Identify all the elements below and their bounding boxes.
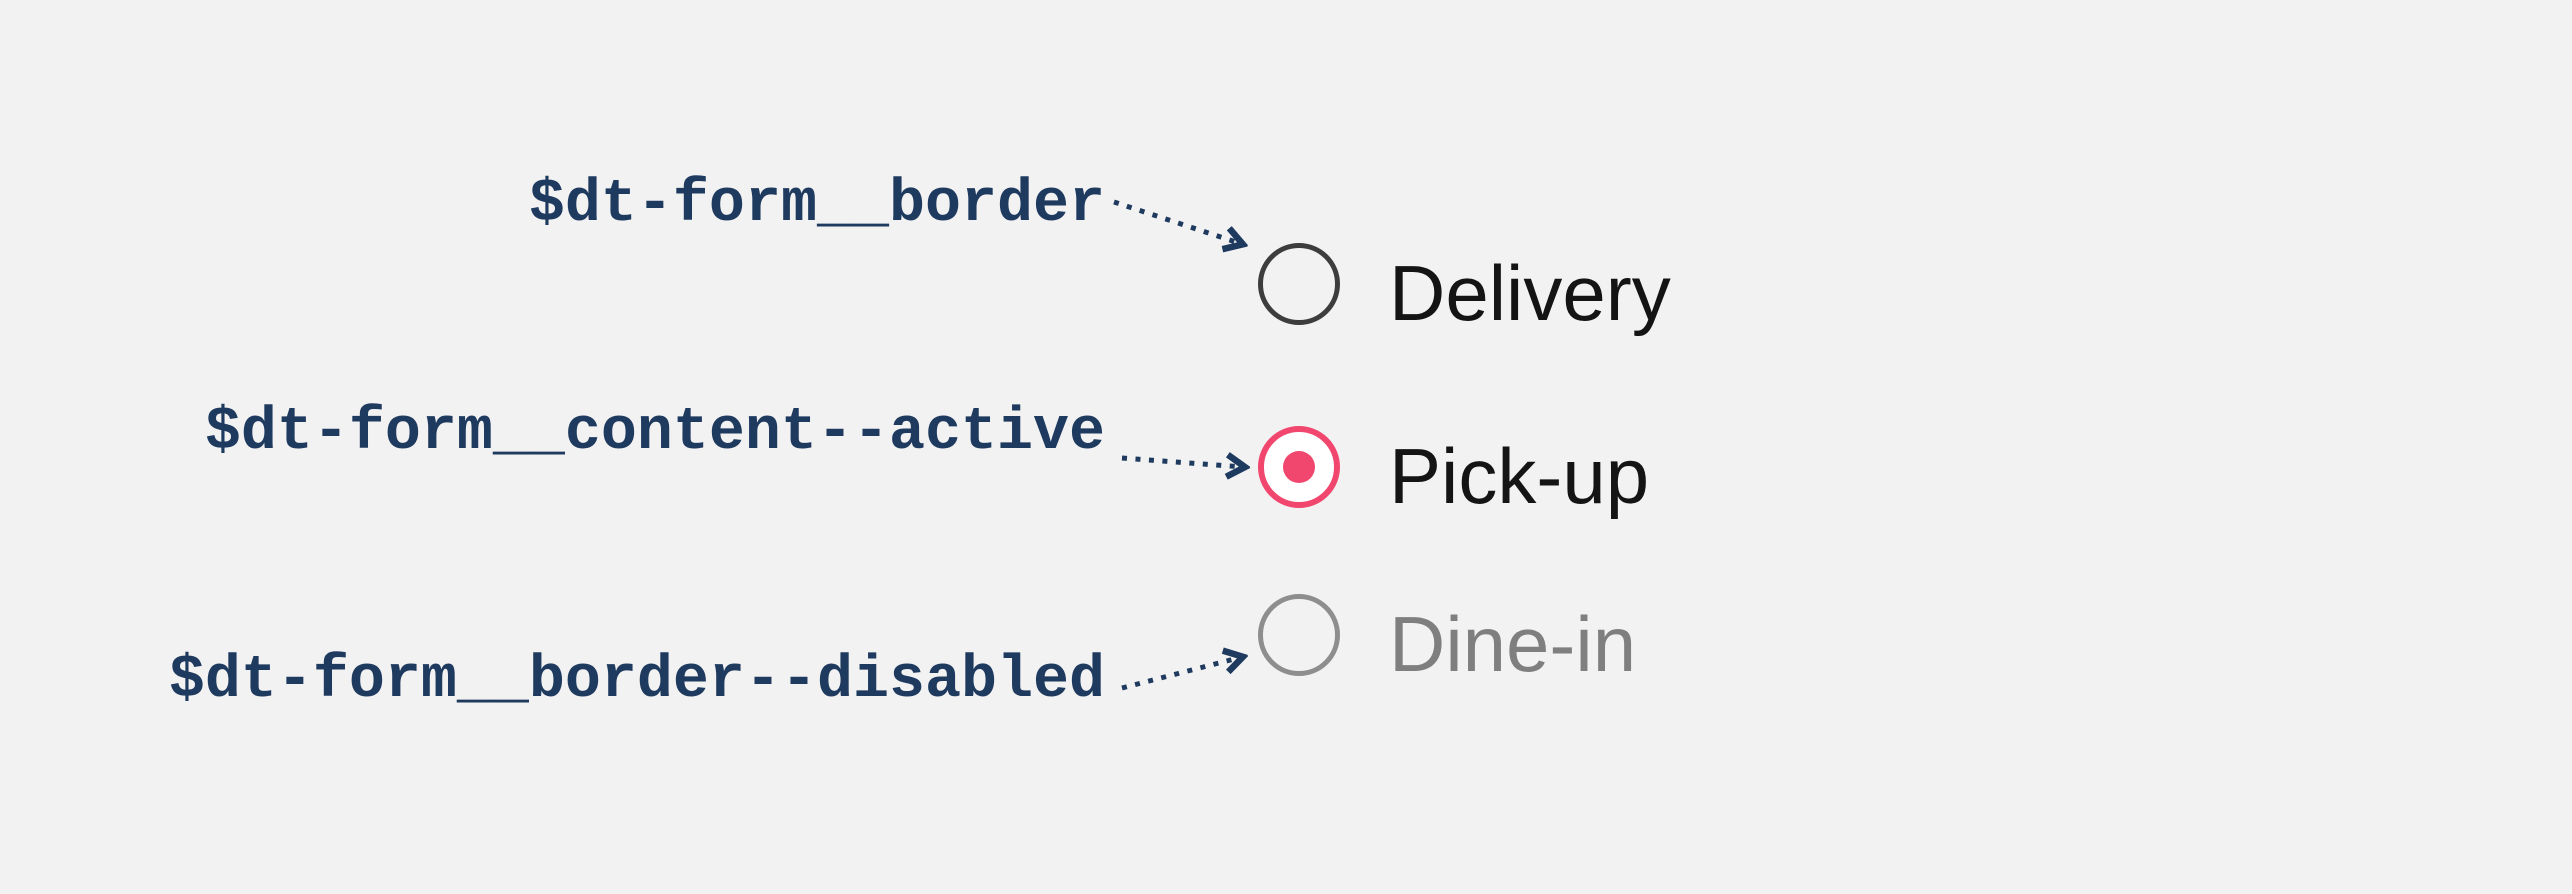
radio-button-dinein-disabled xyxy=(1258,594,1340,676)
token-label-form-border: $dt-form__border xyxy=(528,171,1105,239)
token-label-form-content-active: $dt-form__content--active xyxy=(204,399,1105,467)
radio-label-pickup[interactable]: Pick-up xyxy=(1389,432,1650,520)
radio-button-pickup-selected[interactable] xyxy=(1258,426,1340,508)
radio-label-delivery[interactable]: Delivery xyxy=(1389,249,1671,337)
radio-button-delivery[interactable] xyxy=(1258,243,1340,325)
radio-option-pickup: Pick-up xyxy=(1258,425,1649,515)
annotation-arrow-up-right-icon xyxy=(1121,640,1268,691)
radio-option-dinein: Dine-in xyxy=(1258,593,1636,683)
radio-selected-dot xyxy=(1283,451,1315,483)
annotation-arrow-right-icon xyxy=(1121,448,1268,478)
token-label-form-border-disabled: $dt-form__border--disabled xyxy=(168,647,1105,715)
radio-label-dinein: Dine-in xyxy=(1389,600,1637,688)
radio-option-delivery: Delivery xyxy=(1258,242,1671,332)
annotation-arrow-down-right-icon xyxy=(1113,199,1268,264)
